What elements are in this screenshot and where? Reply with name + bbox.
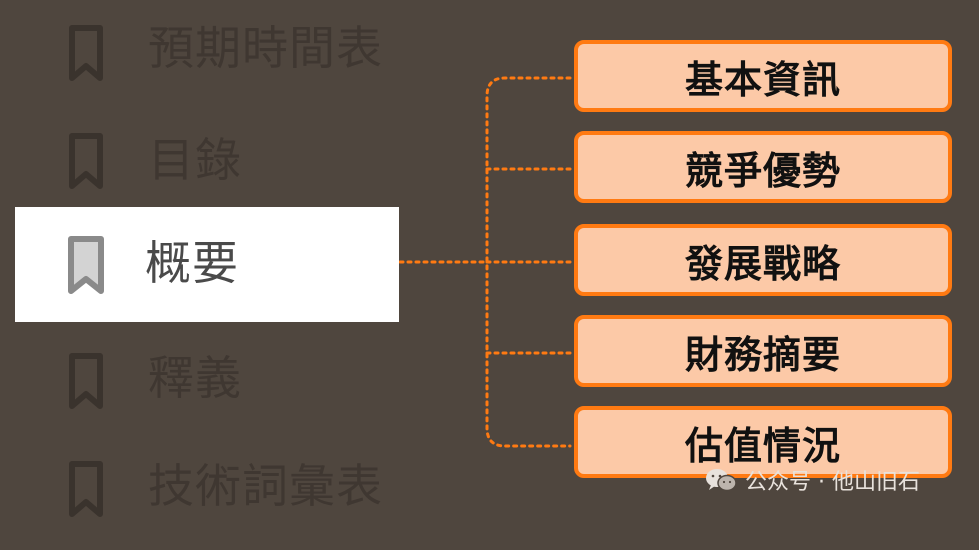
nav-item-glossary: 技術詞彙表 xyxy=(0,440,400,550)
topic-label: 財務摘要 xyxy=(684,332,841,377)
bookmark-icon xyxy=(69,133,103,189)
topic-label: 估值情況 xyxy=(684,423,841,468)
watermark: 公众号 · 他山旧石 xyxy=(705,464,920,496)
nav-item-definitions: 釋義 xyxy=(0,330,400,440)
topic-development-strategy: 發展戰略 xyxy=(574,224,952,296)
topic-valuation: 估值情況 xyxy=(574,406,952,478)
bookmark-icon xyxy=(69,25,103,81)
nav-label: 技術詞彙表 xyxy=(148,459,383,513)
topic-basic-info: 基本資訊 xyxy=(574,40,952,112)
overview-diagram: 預期時間表 目錄 概要 釋義 技術詞彙表 基本資訊 競爭優勢 發展戰略 財務摘要 xyxy=(0,0,952,517)
topic-label: 發展戰略 xyxy=(684,241,841,286)
topic-label: 競爭優勢 xyxy=(684,148,841,193)
nav-label: 釋義 xyxy=(148,351,242,405)
nav-item-contents: 目錄 xyxy=(0,110,400,220)
bookmark-icon xyxy=(68,236,104,294)
wechat-icon xyxy=(706,469,737,492)
topic-competitive-advantage: 競爭優勢 xyxy=(574,131,952,203)
watermark-text: 公众号 · 他山旧石 xyxy=(745,470,920,495)
topic-financial-summary: 財務摘要 xyxy=(574,315,952,387)
connector-lines xyxy=(398,76,572,448)
topic-label: 基本資訊 xyxy=(684,57,841,102)
bookmark-icon xyxy=(69,461,103,517)
nav-item-summary: 概要 xyxy=(15,207,399,322)
nav-label: 預期時間表 xyxy=(148,21,383,75)
nav-label: 目錄 xyxy=(148,133,242,187)
nav-label: 概要 xyxy=(145,236,239,290)
nav-item-schedule: 預期時間表 xyxy=(0,0,400,110)
bookmark-icon xyxy=(69,353,103,409)
